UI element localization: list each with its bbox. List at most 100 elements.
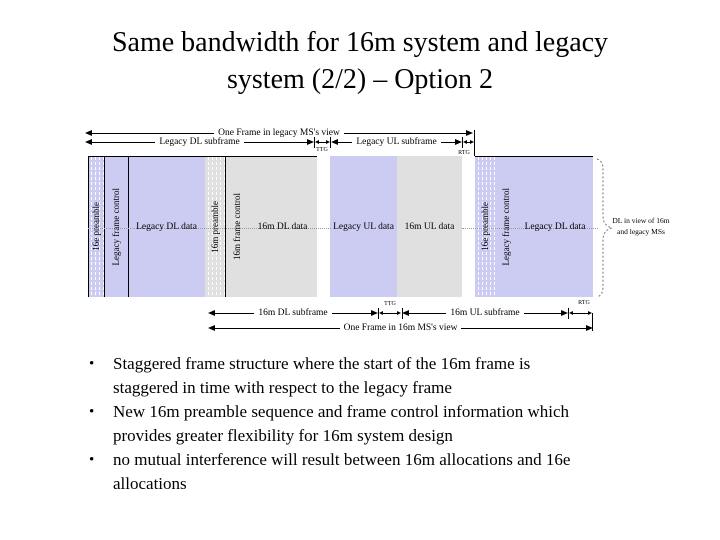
dimension-line: [343, 132, 467, 134]
arrowhead-left-icon: [402, 310, 409, 316]
block-border: [475, 156, 593, 157]
block-divider: [104, 156, 105, 297]
m16-frame-arrow-label: One Frame in 16m MS's view: [343, 323, 458, 333]
legacy-ul-subframe-label: Legacy UL subframe: [356, 137, 437, 147]
dimension-line: [523, 312, 561, 314]
rtg-bottom-label: RTG: [578, 300, 590, 306]
block-legacy-frame-control-next: Legacy frame control: [495, 156, 517, 297]
m16-ul-subframe-label: 16m UL subframe: [450, 308, 520, 318]
arrowhead-right-icon: [466, 130, 474, 136]
dl-region-dotted-line: [88, 228, 331, 229]
ttg-gap-tick: [330, 137, 331, 148]
m16-dl-subframe-label: 16m DL subframe: [258, 308, 328, 318]
list-item: • no mutual interference will result bet…: [86, 448, 676, 496]
dimension-line: [215, 327, 340, 329]
rtg-gap-tick: [462, 137, 463, 148]
dimension-line: [92, 132, 215, 134]
ttg-top-label: TTG: [316, 147, 328, 153]
ttg-gap-arrow: [315, 138, 330, 146]
arrowhead-right-icon: [588, 311, 592, 315]
dimension-line: [467, 141, 470, 143]
dimension-line: [319, 141, 326, 143]
dimension-line: [215, 312, 255, 314]
m16-dl-subframe-arrow: 16m DL subframe: [208, 307, 378, 319]
bullet-list: • Staggered frame structure where the st…: [86, 352, 676, 496]
block-label: 16m DL data: [257, 221, 308, 232]
arrowhead-right-icon: [326, 140, 330, 144]
arrowhead-right-icon: [371, 310, 378, 316]
ttg-gap-tick: [378, 308, 379, 319]
dimension-line: [338, 141, 353, 143]
dimension-line: [331, 312, 371, 314]
arrowhead-left-icon: [463, 140, 467, 144]
dimension-line: [409, 312, 447, 314]
block-legacy-dl-data-next: Legacy DL data: [517, 156, 593, 297]
ttg-bottom-label: TTG: [384, 301, 396, 307]
block-16m-frame-control: 16m frame control: [225, 156, 248, 297]
list-item: • New 16m preamble sequence and frame co…: [86, 400, 676, 448]
block-label: Legacy DL data: [524, 221, 586, 232]
dl-region-dotted-line: [462, 228, 598, 229]
bullet-text-line: provides greater flexibility for 16m sys…: [113, 426, 453, 445]
block-16e-preamble-next: 16e preamble: [475, 156, 495, 297]
bullet-icon: •: [89, 452, 95, 468]
bullet-icon: •: [89, 404, 95, 420]
frame-boundary-line: [474, 130, 475, 156]
bullet-text-line: New 16m preamble sequence and frame cont…: [113, 402, 570, 421]
dl-view-annotation: DL in view of 16m and legacy MSs: [612, 215, 670, 237]
arrowhead-left-icon: [208, 310, 215, 316]
block-border: [88, 156, 317, 157]
block-label: 16m preamble: [210, 200, 220, 253]
bullet-text-line: allocations: [113, 474, 187, 493]
dimension-line: [92, 141, 156, 143]
legacy-frame-arrow: One Frame in legacy MS's view: [85, 127, 474, 139]
block-divider: [128, 156, 129, 297]
curly-brace-icon: [596, 158, 614, 298]
rtg-top-label: RTG: [458, 150, 470, 156]
block-label: Legacy frame control: [501, 187, 511, 266]
block-legacy-frame-control: Legacy frame control: [104, 156, 128, 297]
block-border: [88, 156, 89, 297]
block-label: 16e preamble: [480, 202, 490, 251]
arrowhead-right-icon: [586, 325, 594, 331]
block-legacy-ul-data: Legacy UL data: [330, 156, 397, 297]
annotation-line-1: DL in view of 16m: [612, 216, 670, 225]
legacy-dl-subframe-label: Legacy DL subframe: [159, 137, 240, 147]
legacy-frame-arrow-label: One Frame in legacy MS's view: [218, 128, 340, 138]
ttg-gap-tick: [314, 137, 315, 148]
block-16m-preamble: 16m preamble: [205, 156, 225, 297]
arrowhead-left-icon: [331, 139, 338, 145]
block-label: Legacy frame control: [111, 187, 121, 266]
bullet-text-line: staggered in time with respect to the le…: [113, 378, 452, 397]
block-legacy-dl-data: Legacy DL data: [128, 156, 205, 297]
arrowhead-left-icon: [208, 325, 215, 331]
list-item: • Staggered frame structure where the st…: [86, 352, 676, 400]
dimension-line: [383, 312, 397, 314]
arrowhead-right-icon: [561, 310, 568, 316]
bullet-icon: •: [89, 356, 95, 372]
arrowhead-left-icon: [569, 311, 573, 315]
arrowhead-left-icon: [379, 311, 383, 315]
title-line-1: Same bandwidth for 16m system and legacy: [111, 27, 609, 58]
block-label: Legacy UL data: [333, 221, 394, 232]
block-16m-dl-data: 16m DL data: [248, 156, 317, 297]
dimension-line: [440, 141, 455, 143]
block-divider: [225, 156, 226, 297]
ttg-gap-arrow: [379, 309, 401, 317]
bullet-text-line: no mutual interference will result betwe…: [113, 450, 571, 469]
block-label: 16e preamble: [91, 202, 101, 251]
arrowhead-right-icon: [455, 139, 462, 145]
block-label: 16m frame control: [231, 193, 242, 260]
arrowhead-right-icon: [397, 311, 401, 315]
dimension-line: [243, 141, 307, 143]
annotation-line-2: and legacy MSs: [617, 227, 665, 236]
page-title: Same bandwidth for 16m system and legacy…: [80, 24, 640, 98]
m16-ul-subframe-arrow: 16m UL subframe: [402, 307, 568, 319]
legacy-ul-subframe-arrow: Legacy UL subframe: [331, 136, 462, 148]
arrowhead-left-icon: [315, 140, 319, 144]
block-label: 16m UL data: [404, 221, 455, 232]
m16-frame-arrow: One Frame in 16m MS's view: [208, 322, 594, 334]
block-16e-preamble: 16e preamble: [88, 156, 104, 297]
block-label: Legacy DL data: [136, 221, 197, 232]
